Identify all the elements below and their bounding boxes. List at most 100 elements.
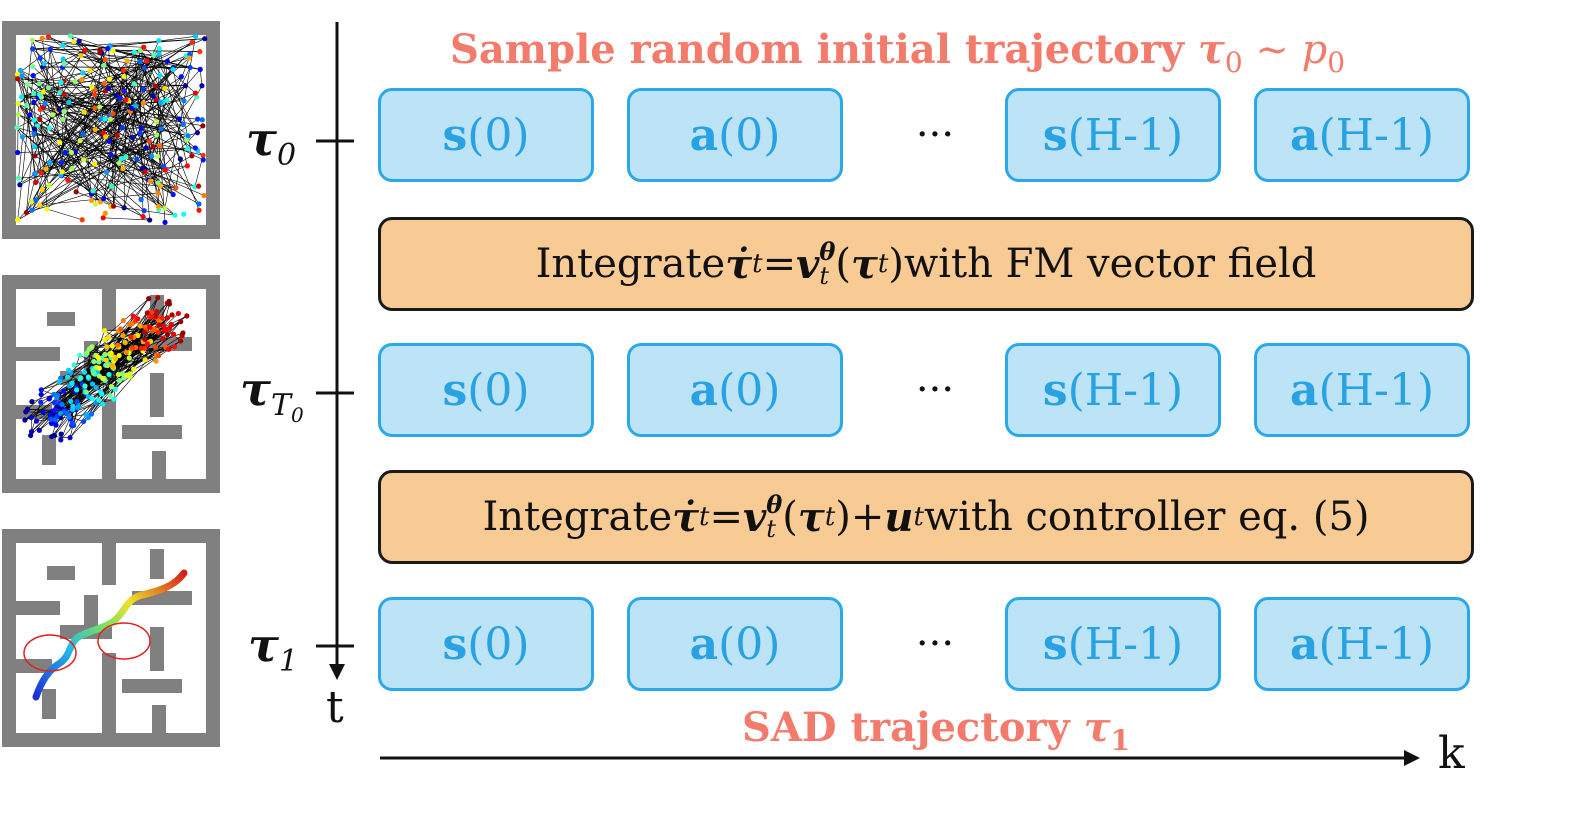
trajectory-point <box>29 198 35 204</box>
trajectory-point <box>186 55 192 61</box>
trajectory-segment <box>175 158 181 188</box>
trajectory-point <box>137 58 143 65</box>
label-k-axis: k <box>1438 728 1465 779</box>
trajectory-point <box>37 116 43 123</box>
trajectory-segment <box>155 85 186 100</box>
trajectory-point <box>197 48 203 55</box>
trajectory-point <box>46 396 52 402</box>
trajectory-segment <box>67 367 113 378</box>
trajectory-segment <box>33 102 42 173</box>
trajectory-segment <box>118 346 159 356</box>
trajectory-segment <box>94 85 156 130</box>
trajectory-point <box>193 94 200 100</box>
trajectory-point <box>132 103 139 109</box>
trajectory-point <box>109 362 115 369</box>
trajectory-point <box>181 211 187 217</box>
trajectory-point <box>25 81 31 87</box>
trajectory-point <box>46 183 52 189</box>
trajectory-point <box>126 355 132 361</box>
trajectory-point <box>66 99 72 105</box>
trajectory-segment <box>39 119 166 209</box>
trajectory-segment <box>57 91 123 111</box>
trajectory-point <box>101 80 108 86</box>
trajectory-point <box>33 418 40 424</box>
trajectory-point <box>201 192 207 199</box>
cell-a0-row1: a(0) <box>627 88 843 182</box>
trajectory-point <box>117 95 123 101</box>
trajectory-segment <box>113 360 134 370</box>
trajectory-point <box>142 357 148 363</box>
trajectory-point <box>118 156 124 162</box>
trajectory-point <box>36 91 43 97</box>
trajectory-point <box>113 92 119 98</box>
trajectory-point <box>196 207 202 213</box>
trajectory-point <box>49 433 55 440</box>
trajectory-point <box>32 144 38 150</box>
trajectory-point <box>107 116 114 122</box>
trajectory-point <box>52 417 58 423</box>
trajectory-point <box>178 319 184 325</box>
trajectory-point <box>40 89 46 95</box>
trajectory-segment <box>172 69 193 156</box>
trajectory-point <box>196 201 202 207</box>
trajectory-point <box>161 323 167 329</box>
trajectory-segment <box>109 45 144 48</box>
trajectory-point <box>91 358 97 365</box>
trajectory-point <box>171 344 178 350</box>
trajectory-point <box>31 117 37 123</box>
trajectory-segment <box>21 94 95 98</box>
trajectory-point <box>178 338 184 344</box>
trajectory-segment <box>18 114 120 164</box>
trajectory-point <box>47 46 53 52</box>
trajectory-point <box>29 37 35 43</box>
trajectory-point <box>180 121 186 128</box>
trajectory-point <box>155 295 161 301</box>
trajectory-point <box>157 99 164 105</box>
trajectory-point <box>68 398 74 404</box>
trajectory-point <box>116 377 123 384</box>
trajectory-point <box>107 393 113 399</box>
trajectory-point <box>114 132 120 138</box>
maze-panel-final <box>2 529 220 747</box>
trajectory-point <box>96 365 102 371</box>
trajectory-point <box>38 170 44 176</box>
trajectory-point <box>31 126 38 132</box>
trajectory-point <box>160 336 166 342</box>
trajectory-point <box>71 38 77 45</box>
trajectory-point <box>19 73 25 79</box>
final-trajectory <box>32 569 188 701</box>
trajectory-segment <box>39 192 159 206</box>
trajectory-point <box>170 66 176 73</box>
trajectory-point <box>96 397 102 403</box>
trajectory-point <box>106 334 112 340</box>
trajectory-segment <box>101 118 166 170</box>
trajectory-segment <box>159 48 188 166</box>
trajectory-point <box>92 105 98 111</box>
trajectory-segment <box>61 83 105 172</box>
trajectory-point <box>92 126 98 133</box>
trajectory-point <box>69 380 75 386</box>
trajectory-point <box>166 301 173 307</box>
trajectory-point <box>199 83 205 89</box>
trajectory-segment <box>62 67 114 114</box>
trajectory-point <box>164 331 171 338</box>
trajectory-segment <box>123 60 128 208</box>
trajectory-point <box>88 345 94 351</box>
trajectory-point <box>184 313 190 319</box>
trajectory-point <box>32 153 38 159</box>
trajectory-point <box>57 90 63 96</box>
trajectory-segment <box>199 69 203 86</box>
trajectory-point <box>120 317 126 324</box>
trajectory-point <box>37 55 43 61</box>
trajectory-point <box>162 219 168 225</box>
trajectory-segment <box>143 67 174 104</box>
trajectory-point <box>150 93 156 99</box>
trajectory-point <box>124 372 130 378</box>
trajectory-point <box>15 111 22 117</box>
trajectory-segment <box>146 60 188 149</box>
trajectory-point <box>159 314 165 321</box>
trajectory-point <box>146 296 152 302</box>
trajectory-point <box>14 71 21 77</box>
trajectory-segment <box>35 94 65 201</box>
